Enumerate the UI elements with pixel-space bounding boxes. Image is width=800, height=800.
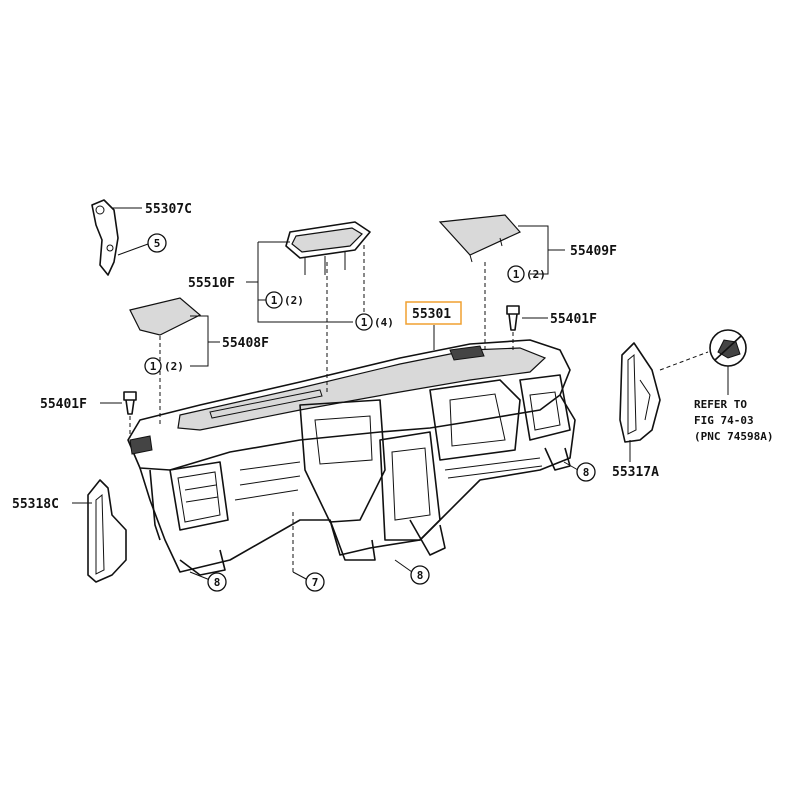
callout-8-right-text: 8 xyxy=(583,466,590,479)
label-55510F[interactable]: 55510F xyxy=(188,276,235,291)
callout-7: 7 xyxy=(305,572,325,592)
qty-55409F: (2) xyxy=(526,268,546,281)
callout-1-55409F: 1 xyxy=(507,265,525,283)
reference-note-line3: (PNC 74598A) xyxy=(694,430,773,443)
cover-55510F xyxy=(285,221,371,275)
side-panel-55318C xyxy=(87,479,127,583)
label-55317A[interactable]: 55317A xyxy=(612,465,659,480)
callout-1-55510F-b: 1 xyxy=(355,313,373,331)
callout-5-text: 5 xyxy=(154,237,161,250)
instrument-panel-assembly xyxy=(127,339,576,576)
label-55408F[interactable]: 55408F xyxy=(222,336,269,351)
reference-note-line2: FIG 74-03 xyxy=(694,414,754,427)
reference-note-line1: REFER TO xyxy=(694,398,747,411)
side-panel-55317A xyxy=(619,342,661,443)
callout-1-55510F-a: 1 xyxy=(265,291,283,309)
pad-55409F xyxy=(438,214,521,263)
callout-5: 5 xyxy=(147,233,167,253)
label-55401F-left[interactable]: 55401F xyxy=(40,397,87,412)
callout-8-mid-text: 8 xyxy=(417,569,424,582)
callout-1-55409F-text: 1 xyxy=(513,268,520,281)
label-55409F[interactable]: 55409F xyxy=(570,244,617,259)
callout-8-right: 8 xyxy=(576,462,596,482)
clip-55401F-left xyxy=(123,391,137,415)
callout-7-text: 7 xyxy=(312,576,319,589)
callout-1-55408F: 1 xyxy=(144,357,162,375)
highlight-box-55301 xyxy=(405,301,462,325)
label-55301[interactable]: 55301 xyxy=(412,307,451,322)
callout-8-left: 8 xyxy=(207,572,227,592)
bracket-55307C xyxy=(91,199,119,276)
label-55307C[interactable]: 55307C xyxy=(145,202,192,217)
pad-55408F xyxy=(129,297,202,336)
qty-55510F-b: (4) xyxy=(374,316,394,329)
callout-8-left-text: 8 xyxy=(214,576,221,589)
refer-symbol-icon xyxy=(709,329,747,367)
callout-1-55408F-text: 1 xyxy=(150,360,157,373)
label-55318C[interactable]: 55318C xyxy=(12,497,59,512)
clip-55401F-right xyxy=(506,305,520,331)
callout-1-55510F-b-text: 1 xyxy=(361,316,368,329)
qty-55510F-a: (2) xyxy=(284,294,304,307)
label-55401F-right[interactable]: 55401F xyxy=(550,312,597,327)
leader-lines xyxy=(72,207,729,581)
callout-8-mid: 8 xyxy=(410,565,430,585)
qty-55408F: (2) xyxy=(164,360,184,373)
callout-1-55510F-a-text: 1 xyxy=(271,294,278,307)
